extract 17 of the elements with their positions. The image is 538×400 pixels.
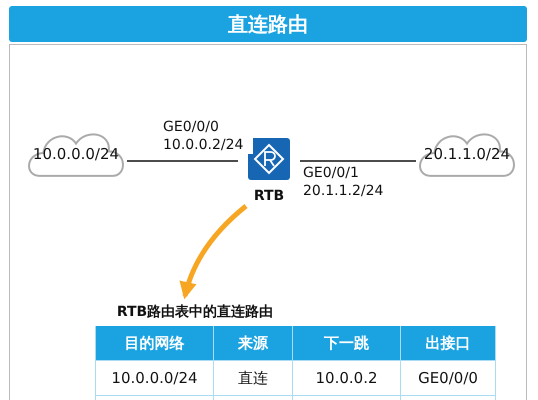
network-label: 10.0.0.0/24 — [32, 145, 120, 163]
arrow — [180, 204, 248, 300]
header-cell: 下一跳 — [293, 326, 401, 361]
link-line — [127, 160, 238, 162]
interface-label: GE0/0/0 10.0.0.2/24 — [163, 118, 253, 154]
table-cell: GE0/0/0 — [401, 361, 496, 396]
table-cell: 10.0.0.0/24 — [96, 361, 214, 396]
network-label: 20.1.1.0/24 — [424, 145, 510, 163]
title-banner: 直连路由 — [9, 6, 527, 42]
header-cell: 出接口 — [401, 326, 496, 361]
header-cell: 来源 — [214, 326, 293, 361]
table-heading: RTB路由表中的直连路由 — [116, 303, 274, 321]
header-cell: 目的网络 — [96, 326, 214, 361]
router-label: RTB — [254, 188, 284, 204]
table-cell: 直连 — [214, 361, 293, 396]
table-cell: 10.0.0.2 — [293, 361, 401, 396]
link-line — [300, 160, 416, 162]
